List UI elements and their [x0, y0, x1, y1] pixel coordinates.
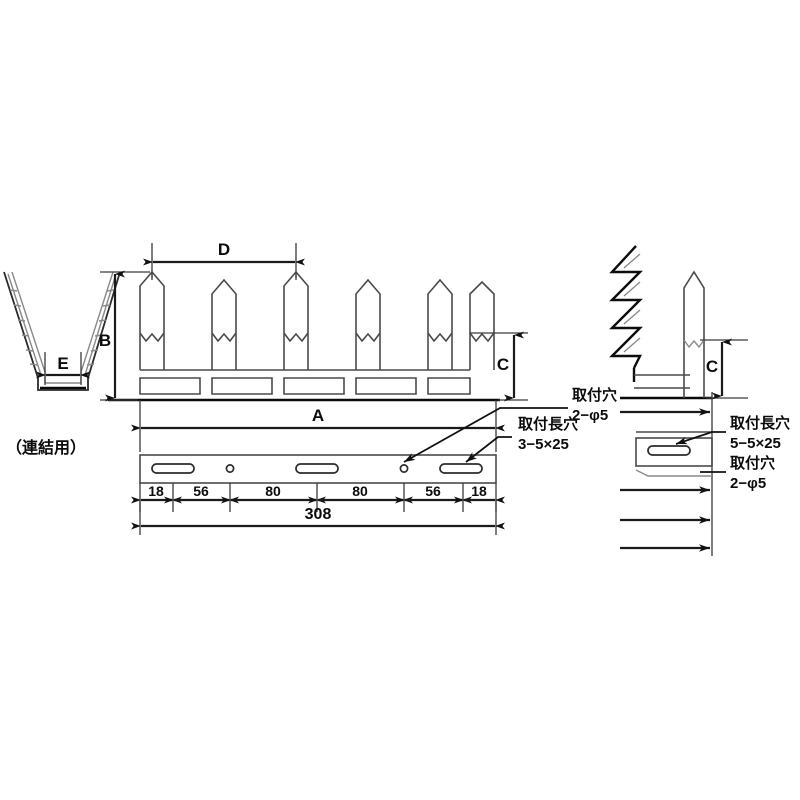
dimension-E: E [36, 352, 90, 385]
side-slot-hole [647, 445, 691, 456]
annotation-group-front: 取付穴 2−φ5 取付長穴 3−5×25 [403, 386, 617, 463]
slot-hole-center [295, 463, 339, 474]
section-caption-renketsu: （連結用） [6, 438, 86, 457]
side-spike [683, 270, 705, 398]
plan-dim-1: 18 [148, 483, 164, 499]
view-plan-base-plate: 18 56 80 80 56 18 308 [131, 454, 505, 535]
annotation-hole-round-side-line2: 2−φ5 [730, 475, 766, 492]
dim-label-D: D [218, 240, 230, 259]
annotation-slot-side-line1: 取付長穴 [730, 414, 790, 432]
dim-label-C-side: C [706, 357, 718, 376]
spike-5 [427, 278, 453, 370]
spike-4 [355, 278, 381, 370]
plan-dim-4: 80 [352, 483, 368, 499]
dimension-D: D [143, 240, 305, 280]
slot-hole-right [439, 463, 483, 474]
plan-dim-3: 80 [265, 483, 281, 499]
slot-hole-left [151, 463, 195, 474]
dimension-C-front: C [470, 331, 528, 402]
sawtooth-pattern [609, 245, 643, 382]
annotation-hole-round-front-line2: 2−φ5 [572, 407, 608, 424]
plan-dim-6: 18 [471, 483, 487, 499]
annotation-slot-front-line1: 取付長穴 [518, 415, 578, 433]
plan-dimension-total: 308 [131, 500, 505, 535]
annotation-hole-round-front-line1: 取付穴 [572, 386, 617, 404]
dim-label-C-front: C [497, 355, 509, 374]
annotation-slot-front-line2: 3−5×25 [518, 436, 569, 453]
round-hole-right [399, 464, 409, 473]
annotation-hole-round-side-line1: 取付穴 [730, 454, 775, 472]
spike-2 [211, 278, 237, 370]
dim-label-A: A [312, 406, 324, 425]
dim-label-B: B [99, 331, 111, 350]
round-hole-left [225, 464, 235, 473]
spike-3 [283, 270, 309, 370]
plan-dim-5: 56 [425, 483, 441, 499]
dimension-A: A [131, 400, 505, 452]
plan-dim-total: 308 [305, 506, 332, 523]
dimension-C-side: C [700, 338, 748, 400]
dimension-B: B [99, 270, 150, 402]
view-right-profile: C [609, 245, 748, 556]
spike-6 [469, 280, 495, 370]
plan-dimension-chain: 18 56 80 80 56 18 [131, 483, 505, 512]
dim-label-E: E [57, 354, 68, 373]
view-left-v-section: E （連結用） [3, 271, 121, 457]
plan-dim-2: 56 [193, 483, 209, 499]
spike-1 [139, 270, 165, 370]
annotation-group-side: 取付長穴 5−5×25 取付穴 2−φ5 [730, 414, 790, 492]
annotation-slot-side-line2: 5−5×25 [730, 435, 781, 452]
view-front-elevation: D B C A [99, 240, 528, 452]
